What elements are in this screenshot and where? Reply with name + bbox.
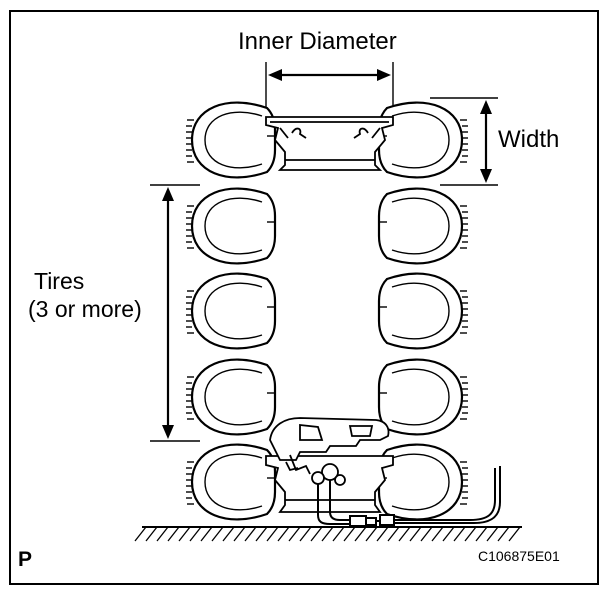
ground-hatch-line: [332, 526, 345, 542]
ground-hatch-line: [156, 526, 169, 542]
ground-hatch-line: [475, 526, 488, 542]
ground-hatch-line: [189, 526, 202, 542]
ground-hatch-line: [244, 526, 257, 542]
tires-stack-dimension: [150, 184, 200, 442]
figure-code: C106875E01: [478, 548, 560, 564]
ground-hatch-line: [486, 526, 499, 542]
ground-hatch-line: [222, 526, 235, 542]
ground-hatch-line: [409, 526, 422, 542]
inner-diameter-label: Inner Diameter: [238, 28, 397, 55]
ground-hatch-line: [420, 526, 433, 542]
ground-hatch-line: [299, 526, 312, 542]
ground-hatch-line: [442, 526, 455, 542]
tester-cables: [317, 466, 501, 527]
ground-hatch-line: [277, 526, 290, 542]
ground-hatch-line: [211, 526, 224, 542]
ground-hatch-line: [431, 526, 444, 542]
tires-label: Tires: [34, 268, 85, 294]
ground-hatch-line: [134, 526, 147, 542]
width-label: Width: [498, 126, 560, 153]
ground-hatch-line: [255, 526, 268, 542]
ground-hatch-line: [508, 526, 521, 542]
ground-hatch-line: [178, 526, 191, 542]
ground-hatch-line: [167, 526, 180, 542]
ground-hatch-line: [365, 526, 378, 542]
ground-hatch-line: [145, 526, 158, 542]
ground-hatch-line: [376, 526, 389, 542]
figure-frame: [9, 10, 599, 585]
tester-tool: [269, 417, 390, 486]
ground-hatch-line: [398, 526, 411, 542]
ground-hatch-line: [497, 526, 510, 542]
top-wheel-rim: [265, 116, 394, 171]
ground-hatch-line: [387, 526, 400, 542]
ground-hatch-line: [310, 526, 323, 542]
ground-hatch-line: [288, 526, 301, 542]
width-dimension: [430, 97, 498, 186]
ground-hatch-line: [266, 526, 279, 542]
tires-count-label: (3 or more): [28, 296, 142, 322]
ground-hatch-line: [321, 526, 334, 542]
ground-hatch-line: [453, 526, 466, 542]
ground-hatch-line: [354, 526, 367, 542]
ground-hatch-line: [464, 526, 477, 542]
ground-hatch-line: [343, 526, 356, 542]
ground: [134, 526, 522, 542]
ground-hatch-line: [233, 526, 246, 542]
corner-mark: P: [18, 548, 33, 571]
inner-diameter-dimension: [265, 62, 394, 118]
ground-hatch-line: [200, 526, 213, 542]
